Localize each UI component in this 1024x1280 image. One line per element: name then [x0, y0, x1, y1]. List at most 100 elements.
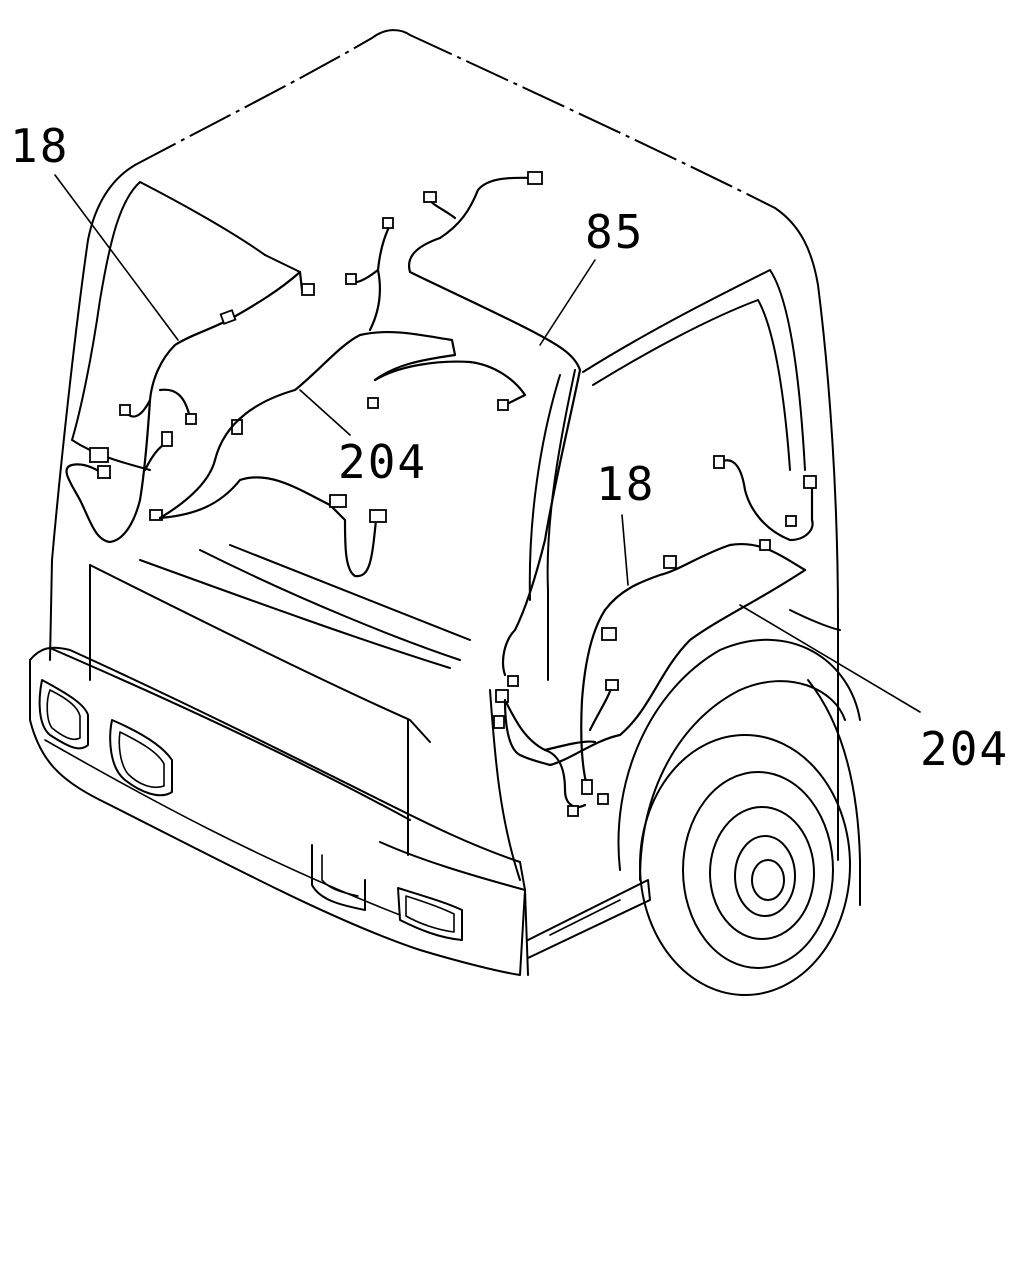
rim-inner	[734, 835, 796, 917]
callout-85: 85	[585, 205, 644, 259]
right-connector-13	[581, 779, 593, 795]
left-harness-branch-b	[158, 388, 192, 420]
windshield-lower-edge	[199, 549, 461, 661]
tire-outer	[639, 734, 851, 996]
headlight-left	[38, 679, 89, 750]
left-connector-2	[301, 283, 315, 296]
callout-18-right: 18	[596, 457, 655, 511]
headlight-right-inner	[405, 895, 455, 933]
roof-left-corner	[87, 164, 136, 241]
left-wheelhouse-outline	[158, 476, 378, 578]
right-connector-1	[713, 455, 725, 469]
right-a-pillar-inner	[528, 374, 561, 601]
mudguard-right	[807, 679, 861, 906]
wheel-arch	[617, 638, 861, 871]
right-connector-5	[663, 555, 677, 569]
leader-85	[539, 259, 596, 346]
leader-204-right	[739, 604, 921, 713]
right-a-pillar	[546, 369, 576, 681]
right-connector-11	[567, 805, 579, 817]
bumper-right-end	[519, 861, 529, 976]
roof-right-corner	[774, 207, 819, 286]
headlight-right	[397, 887, 463, 941]
headlight-mid	[109, 719, 173, 797]
left-connector-1	[219, 309, 237, 325]
tire-inner	[682, 771, 834, 969]
front-top-edge	[264, 254, 301, 273]
right-connector-6	[601, 627, 617, 641]
right-connector-4	[759, 539, 771, 551]
right-connector-10	[493, 715, 505, 729]
roof-harness-loop	[407, 176, 542, 274]
callout-labels: 18 85 204 18 204	[10, 119, 1009, 776]
right-connector-7	[605, 679, 619, 691]
lamp-bracket	[311, 844, 366, 911]
step-and-wheel	[527, 638, 861, 996]
right-connector-2	[803, 475, 817, 489]
leader-204-left	[299, 389, 351, 436]
roof-right-edge	[409, 34, 776, 209]
rim-outer	[709, 806, 815, 940]
front-panel-grille-top	[49, 647, 411, 821]
leader-lines	[54, 174, 921, 713]
bumper-outer	[29, 659, 526, 976]
left-harness-main	[65, 270, 302, 544]
left-wheelhouse-204	[158, 330, 527, 578]
left-pillar-outer	[49, 239, 89, 661]
roof-connector-1	[527, 171, 543, 185]
front-panel-left	[89, 564, 431, 743]
roof-connector-3	[382, 217, 394, 229]
left-wheelhouse-branch	[373, 360, 527, 407]
callout-18-left: 18	[10, 119, 69, 173]
left-connector-5	[161, 431, 173, 447]
leader-18-left	[54, 174, 179, 341]
roof-connector-4	[345, 273, 357, 285]
right-door-window	[582, 269, 806, 471]
left-wheelhouse-connector-1	[329, 494, 347, 508]
roof-harness-85	[345, 171, 582, 677]
right-harness-branch-b	[588, 683, 614, 732]
left-connector-4	[185, 413, 197, 425]
left-connector-7	[97, 465, 111, 479]
callout-204-left: 204	[338, 435, 427, 489]
roof-left-edge	[134, 37, 373, 166]
cab-step	[527, 879, 651, 959]
cab-body	[49, 29, 841, 881]
left-harness-18	[65, 270, 315, 544]
right-pillar-edge	[489, 689, 521, 881]
front-bumper	[29, 646, 529, 976]
leader-18-right	[621, 514, 629, 586]
right-connector-9	[507, 675, 519, 687]
right-connector-3	[785, 515, 797, 527]
left-wheelhouse-outline-2	[158, 330, 457, 520]
bumper-top	[29, 646, 521, 863]
hood-crease-2	[229, 544, 471, 641]
left-connector-6	[89, 447, 109, 463]
left-connector-8	[149, 509, 163, 521]
left-wheelhouse-connector-4	[497, 399, 509, 411]
hub	[751, 859, 785, 901]
right-door-bottom	[789, 609, 841, 631]
left-window	[71, 181, 266, 441]
hood-crease-1	[139, 559, 451, 669]
right-connector-12	[597, 793, 609, 805]
roof-harness-long	[408, 270, 582, 677]
callout-204-right: 204	[920, 722, 1009, 776]
right-harness-main	[580, 542, 807, 792]
right-connector-8	[495, 689, 509, 703]
left-wheelhouse-connector-3	[367, 397, 379, 409]
lamp-bracket-inner	[321, 854, 359, 897]
right-harness-branch-c	[543, 740, 597, 752]
left-connector-3	[119, 404, 131, 416]
cab-step-edge	[549, 899, 621, 936]
bumper-bottom-line	[44, 739, 401, 916]
right-wheelhouse-204	[503, 568, 807, 767]
right-wheelhouse-outline	[503, 568, 807, 767]
headlight-left-inner	[46, 689, 81, 741]
headlight-mid-inner	[118, 731, 165, 789]
roof-front-corner	[371, 29, 411, 39]
left-wheelhouse-connector-2	[369, 509, 387, 523]
right-door-window-inner	[592, 299, 791, 471]
right-door-outer	[817, 284, 839, 861]
